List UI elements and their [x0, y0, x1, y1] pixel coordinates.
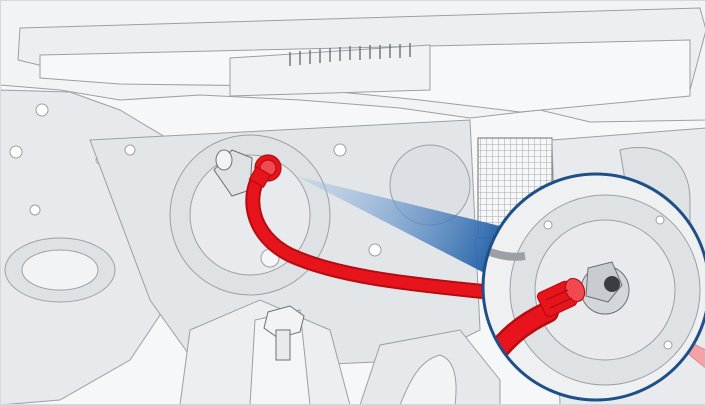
hose-clamp [248, 154, 282, 188]
callout-ring [481, 172, 706, 402]
callout-hose-clamp [536, 277, 586, 318]
callout-beam [296, 176, 500, 280]
background-structure [0, 0, 706, 123]
callout-detail-view [481, 172, 706, 402]
vent-slots [289, 43, 411, 66]
highlighted-coolant-hose [245, 154, 496, 300]
bolt-icon [263, 305, 305, 361]
hose-fitting [213, 149, 253, 197]
